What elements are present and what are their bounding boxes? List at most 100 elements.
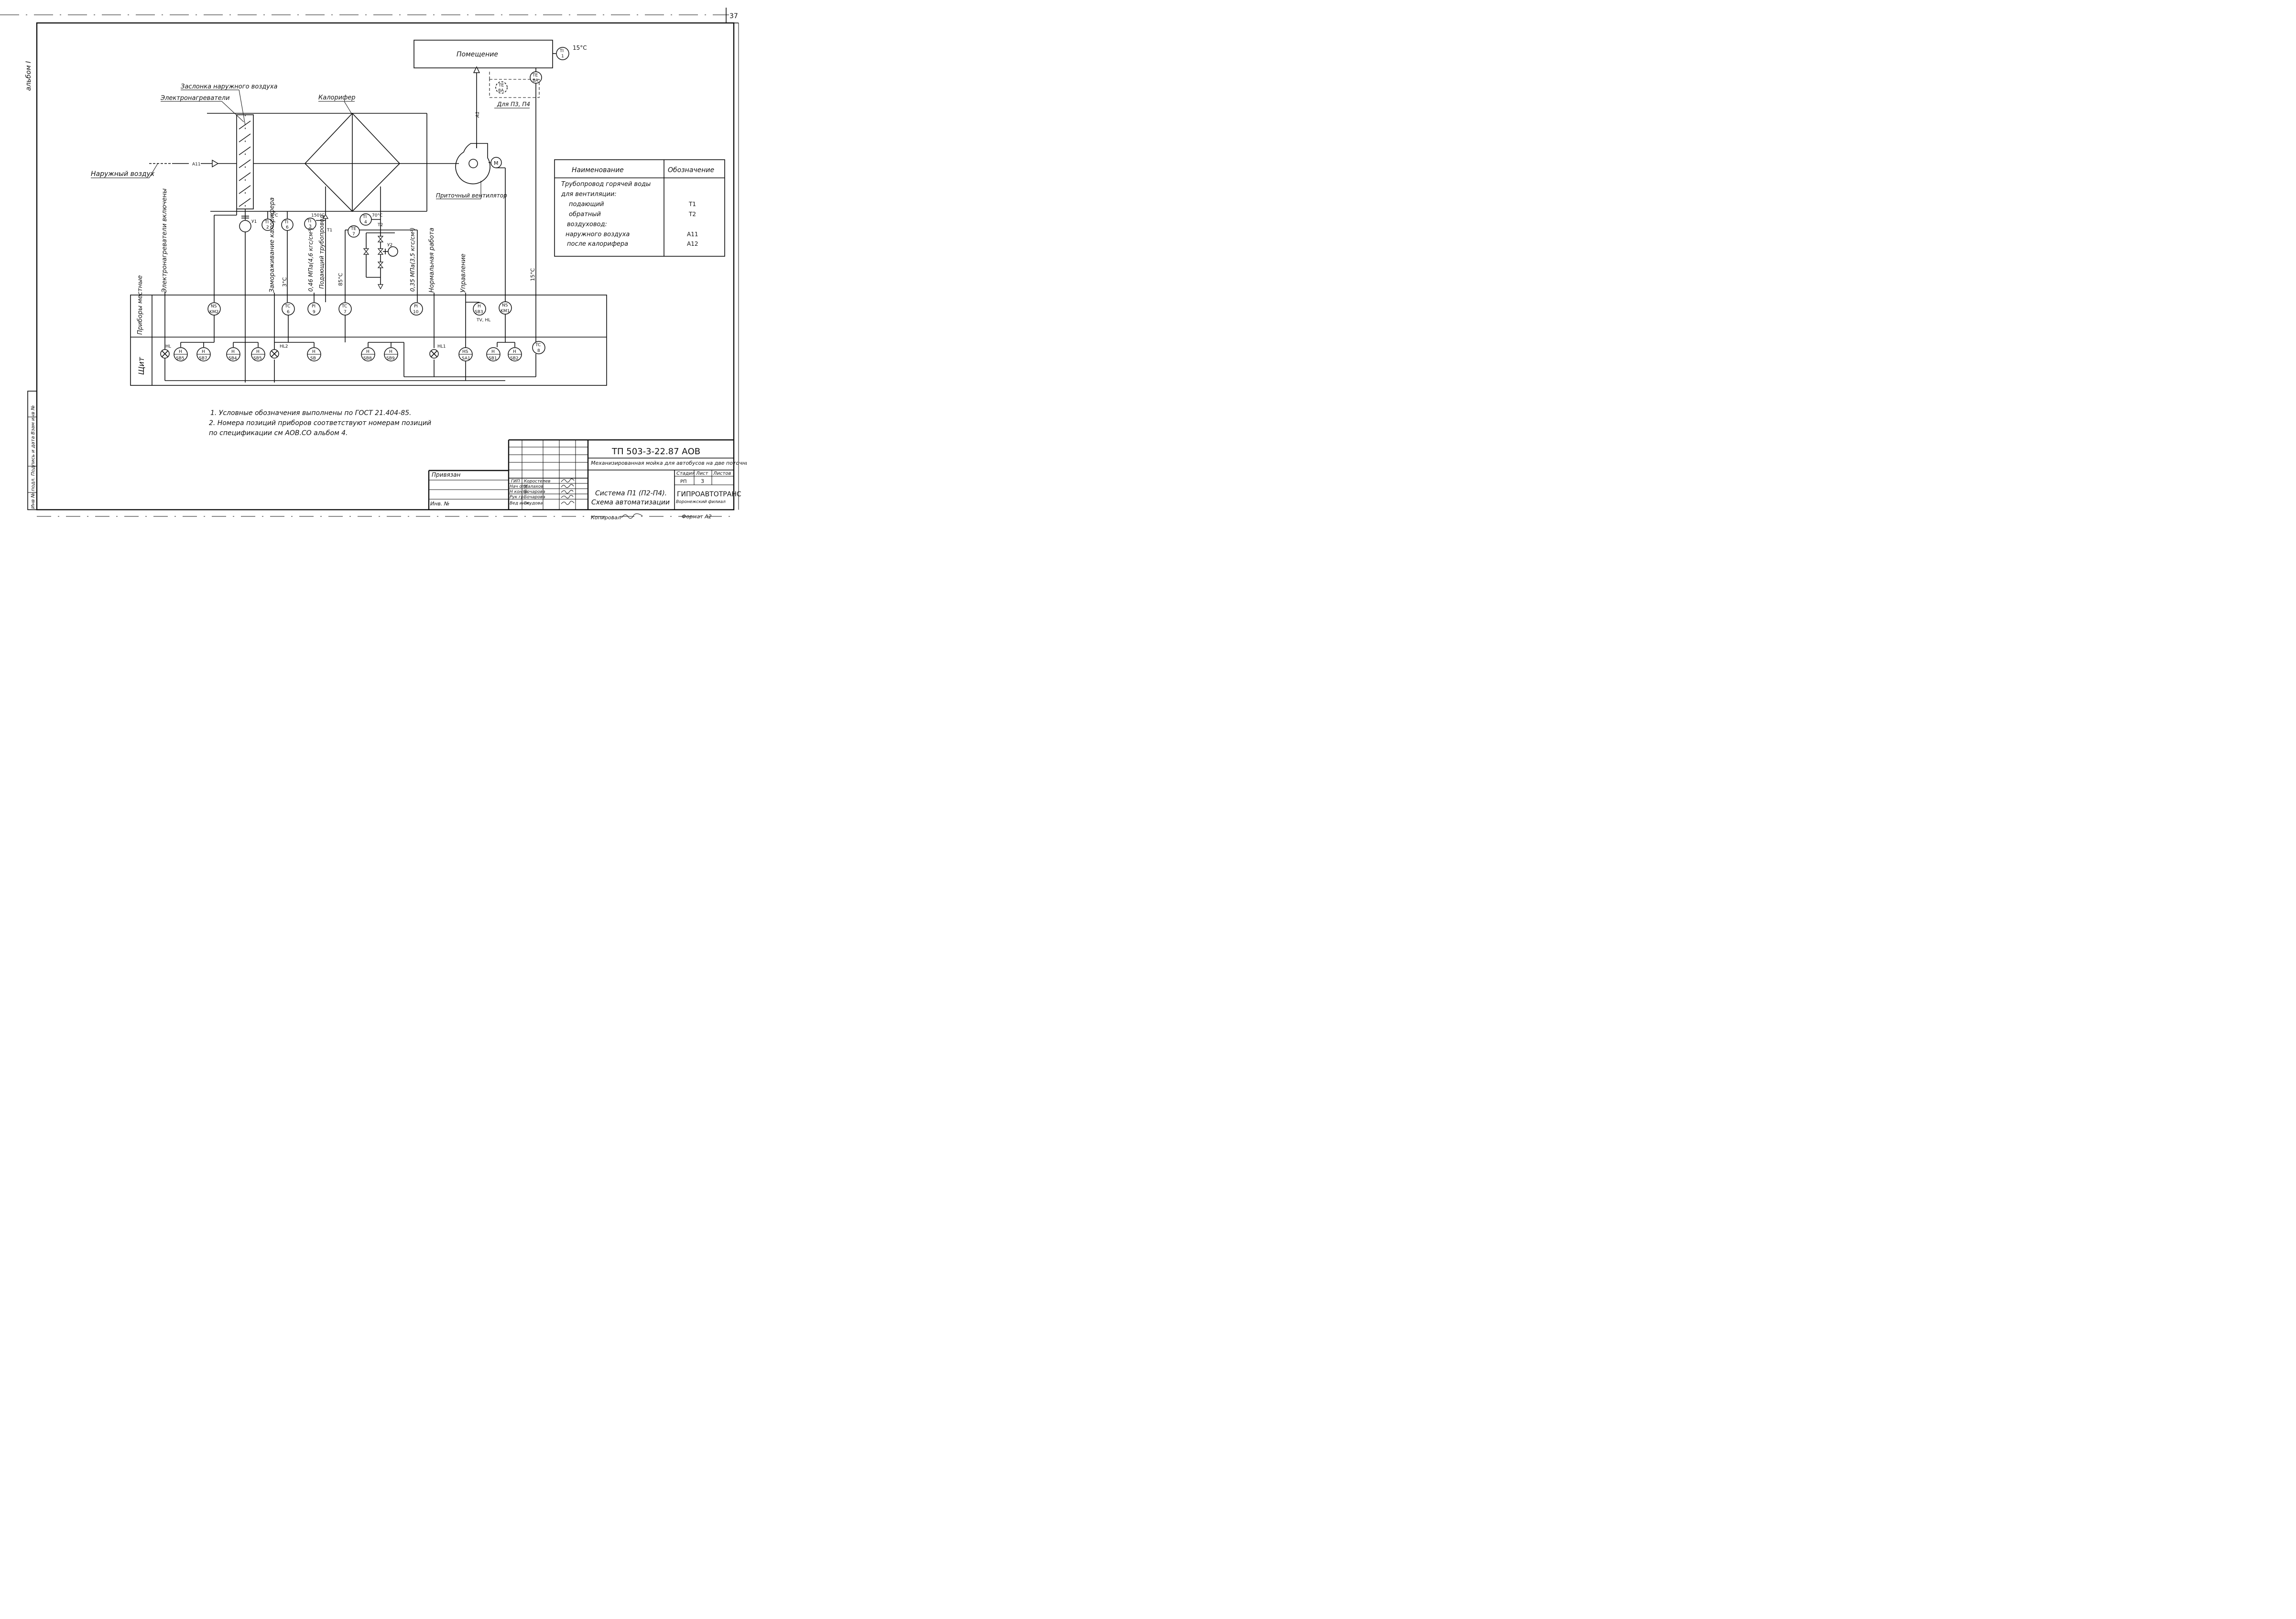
svg-text:NS: NS — [502, 303, 508, 308]
svg-text:SB1: SB1 — [489, 356, 497, 361]
org-sub: Воронежский филиал — [676, 500, 726, 504]
signal-p-return: 0,35 МПа(3,5 кгс/см²) — [409, 228, 416, 292]
role-0: ГИП — [511, 479, 520, 484]
calorifer-label: Калорифер — [318, 94, 356, 101]
button-h-sb5: H SB5 — [174, 347, 188, 361]
svg-text:8A: 8A — [533, 78, 539, 83]
button-h-sb9: H SB9 — [384, 347, 398, 361]
legend-row-6-code: А12 — [687, 241, 698, 247]
svg-text:H: H — [366, 350, 370, 354]
svg-text:SB4: SB4 — [229, 356, 237, 361]
calorifer — [304, 112, 401, 212]
svg-text:3: 3 — [309, 224, 312, 229]
stage-value: РП — [680, 479, 687, 484]
svg-text:2: 2 — [266, 225, 269, 230]
legend-row-3-name: обратный — [569, 211, 601, 218]
damper-label: Заслонка наружного воздуха — [181, 83, 278, 90]
button-h-sb1: H SB1 — [486, 347, 501, 361]
svg-text:TC: TC — [535, 343, 541, 348]
svg-text:8: 8 — [537, 349, 540, 353]
motor: M — [490, 157, 502, 168]
format-label: Формат А2 — [682, 514, 712, 520]
svg-text:PI: PI — [414, 304, 418, 309]
button-h-sb5b: H SB5 — [251, 347, 265, 361]
inv-label: Инв. № — [430, 501, 449, 507]
legend-row-0-name: Трубопровод горячей воды — [561, 181, 651, 188]
signal-normal-work: Нормальная работа — [428, 228, 435, 293]
signal-control: Управление — [460, 253, 467, 293]
lamp-hl2-label: HL2 — [280, 344, 288, 349]
sheets-header: Листов — [713, 471, 731, 476]
instrument-ti2: TI 2 — [261, 219, 274, 231]
svg-text:7: 7 — [344, 310, 347, 315]
svg-text:SB2: SB2 — [510, 356, 519, 361]
note-2: 2. Номера позиций приборов соответствуют… — [209, 419, 431, 427]
lamp-hl — [160, 349, 170, 359]
svg-text:TI: TI — [264, 220, 269, 225]
svg-text:H: H — [231, 350, 235, 354]
button-h-sb4: H SB4 — [226, 347, 240, 361]
button-h-sb2: H SB2 — [508, 347, 522, 361]
svg-text:7: 7 — [352, 232, 355, 237]
for-p3-p4-label: Для П3, П4 — [497, 101, 530, 108]
svg-text:SB5: SB5 — [253, 356, 262, 361]
stage-header: Стадия — [676, 471, 695, 476]
panel-board-label: Щит — [137, 357, 146, 375]
button-h-sb: H SB — [307, 347, 321, 361]
svg-text:SB7: SB7 — [199, 356, 207, 361]
svg-text:8A: 8A — [498, 88, 504, 93]
t1-label: Т1 — [326, 228, 332, 233]
album-label: альбом I — [25, 61, 33, 91]
instrument-te8a-dashed: TE 8A — [495, 81, 508, 94]
signal-t85: 85°С — [337, 273, 344, 286]
button-h-sb7: H SB7 — [196, 347, 211, 361]
sheet-header: Лист — [696, 471, 709, 476]
role-2: Н контр. — [510, 490, 529, 494]
svg-text:TE: TE — [532, 73, 538, 78]
legend-row-2-code: Т1 — [688, 201, 696, 208]
svg-text:H: H — [478, 304, 481, 309]
svg-text:10: 10 — [413, 310, 419, 315]
signal-t15: 15°С — [530, 268, 536, 281]
instrument-ns-km2: NS KM2 — [207, 302, 221, 316]
svg-text:TI: TI — [284, 220, 288, 225]
svg-text:SB9: SB9 — [386, 356, 395, 361]
page-number: 37 — [729, 12, 738, 20]
svg-text:6: 6 — [287, 310, 290, 315]
instrument-tc6: TC 6 — [282, 302, 295, 316]
svg-text:1: 1 — [561, 54, 564, 59]
instrument-ns-km1: NS KM1 — [499, 301, 512, 315]
note-3: по спецификации см АОВ.СО альбом 4. — [209, 429, 348, 437]
svg-text:M: M — [494, 160, 499, 166]
doc-code: ТП 503-3-22.87 АОВ — [611, 447, 700, 457]
ahu-frame — [207, 113, 427, 212]
instrument-pi9: PI 9 — [307, 302, 321, 316]
fan-label: Приточный вентилятор — [436, 192, 507, 199]
svg-text:TC: TC — [284, 304, 290, 309]
t2-label: Т2 — [377, 223, 383, 228]
lamp-hl1-label: HL1 — [437, 344, 446, 349]
signal-freeze: Замораживание калорифера — [269, 197, 276, 293]
sheet-frame — [0, 8, 739, 517]
legend-table — [554, 159, 725, 257]
svg-text:PI: PI — [312, 304, 316, 309]
role-1: Нач отд — [510, 484, 527, 489]
title-block — [428, 439, 734, 510]
side-stamp-text: Инв № подл. Подпись и дата Взам инв № — [31, 405, 36, 509]
switch-hs-sa1: HS SA1 — [458, 347, 473, 361]
tv-hl-label: TV, HL — [476, 318, 490, 323]
legend-row-5-code: А11 — [687, 231, 698, 238]
svg-text:SA1: SA1 — [462, 356, 470, 361]
privyazan-label: Привязан — [432, 471, 460, 478]
svg-text:H: H — [256, 350, 260, 354]
signal-freeze-temp: 3°С — [282, 277, 288, 287]
svg-text:NS: NS — [211, 304, 217, 309]
te8a-dashed-group — [489, 79, 540, 98]
button-h-sb8: H SB8 — [361, 347, 375, 361]
duct-a11-label: А11 — [192, 162, 201, 167]
instrument-ti6: TI 6 — [281, 219, 294, 231]
copied-label: Копировал — [591, 514, 621, 521]
board-wiring — [164, 342, 536, 383]
signal-supply-pipe: Подающий трубопровод — [318, 215, 325, 289]
svg-text:SB3: SB3 — [475, 310, 483, 315]
